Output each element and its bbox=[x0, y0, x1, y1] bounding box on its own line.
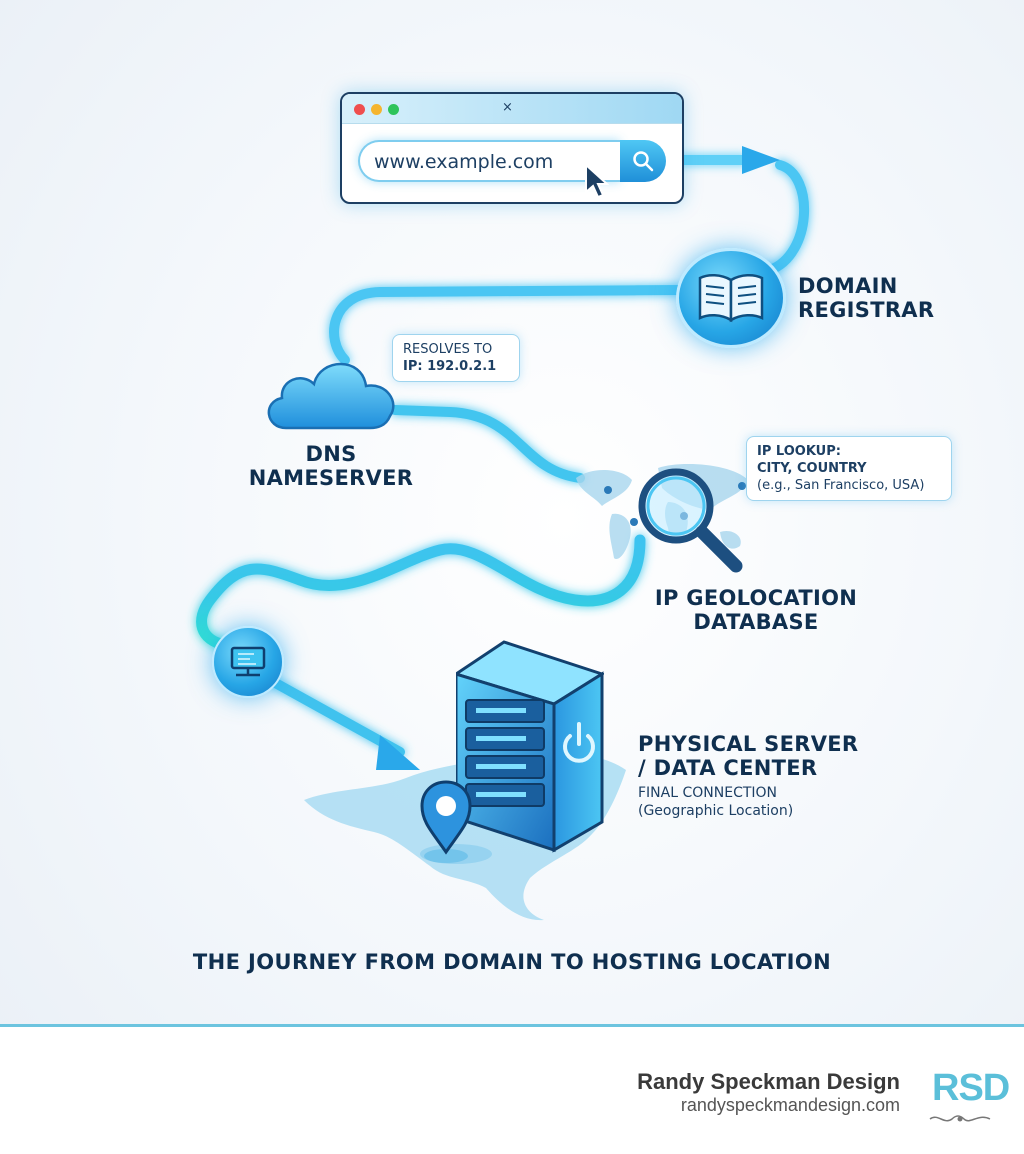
search-icon bbox=[633, 151, 654, 172]
path-segment-wave bbox=[196, 534, 646, 651]
journey-diagram: × www.example.com DOMAIN REGISTRAR bbox=[192, 92, 952, 974]
registrar-label-line2: REGISTRAR bbox=[798, 298, 935, 322]
geolocation-label-line1: IP GEOLOCATION bbox=[654, 586, 858, 610]
geolocation-callout-line1: IP LOOKUP: bbox=[757, 444, 841, 459]
browser-title-bar: × bbox=[342, 94, 682, 124]
journey-path bbox=[196, 146, 810, 770]
server-sublabel-line1: FINAL CONNECTION bbox=[638, 785, 778, 801]
arrowhead-browser bbox=[742, 146, 780, 174]
dns-callout-line2: IP: 192.0.2.1 bbox=[403, 359, 497, 374]
window-maximize-dot[interactable] bbox=[388, 104, 399, 115]
dns-callout-line1: RESOLVES TO bbox=[403, 342, 493, 357]
server-sublabel-line2: (Geographic Location) bbox=[638, 803, 794, 819]
path-segment-registrar bbox=[715, 160, 810, 285]
footer-company-name: Randy Speckman Design bbox=[637, 1069, 900, 1094]
server-sublabel: FINAL CONNECTION (Geographic Location) bbox=[638, 784, 793, 820]
book-icon bbox=[698, 274, 764, 323]
geolocation-label: IP GEOLOCATION DATABASE bbox=[636, 586, 876, 634]
power-icon bbox=[563, 722, 595, 763]
window-minimize-dot[interactable] bbox=[371, 104, 382, 115]
geolocation-callout: IP LOOKUP: CITY, COUNTRY (e.g., San Fran… bbox=[746, 436, 952, 501]
footer-logo: RSD bbox=[932, 1067, 1010, 1109]
footer: Randy Speckman Design randyspeckmandesig… bbox=[0, 1024, 1024, 1154]
url-input[interactable]: www.example.com bbox=[358, 140, 620, 182]
server-icon bbox=[456, 640, 604, 853]
path-segment-dns bbox=[329, 285, 685, 365]
magnifier-icon bbox=[638, 468, 743, 573]
cursor-icon bbox=[585, 162, 609, 199]
logo-flourish bbox=[929, 1115, 991, 1122]
tab-close-icon[interactable]: × bbox=[502, 100, 513, 115]
cloud-icon bbox=[267, 362, 395, 430]
dns-label-line2: NAMESERVER bbox=[248, 466, 414, 490]
geolocation-label-line2: DATABASE bbox=[693, 610, 819, 634]
arrowhead-server bbox=[376, 735, 420, 770]
server-label: PHYSICAL SERVER / DATA CENTER bbox=[638, 732, 858, 780]
path-segment-server bbox=[265, 675, 405, 757]
server-label-line2: / DATA CENTER bbox=[638, 756, 818, 780]
registrar-node bbox=[676, 248, 786, 348]
server-label-line1: PHYSICAL SERVER bbox=[638, 732, 859, 756]
dns-label: DNS NAMESERVER bbox=[246, 442, 416, 490]
registrar-label: DOMAIN REGISTRAR bbox=[798, 274, 934, 322]
diagram-title: THE JOURNEY FROM DOMAIN TO HOSTING LOCAT… bbox=[192, 950, 832, 974]
dns-callout: RESOLVES TO IP: 192.0.2.1 bbox=[392, 334, 520, 382]
location-pin-icon bbox=[420, 780, 472, 863]
window-close-dot[interactable] bbox=[354, 104, 365, 115]
monitor-node bbox=[212, 626, 284, 698]
browser-window: × www.example.com bbox=[340, 92, 684, 204]
dns-label-line1: DNS bbox=[305, 442, 357, 466]
search-button[interactable] bbox=[620, 140, 666, 182]
registrar-label-line1: DOMAIN bbox=[798, 274, 898, 298]
path-segment-geo bbox=[390, 405, 585, 483]
monitor-icon bbox=[230, 646, 266, 677]
footer-website-link[interactable]: randyspeckmandesign.com bbox=[680, 1095, 900, 1115]
geolocation-callout-line3: (e.g., San Francisco, USA) bbox=[757, 478, 925, 493]
geolocation-callout-line2: CITY, COUNTRY bbox=[757, 461, 867, 476]
